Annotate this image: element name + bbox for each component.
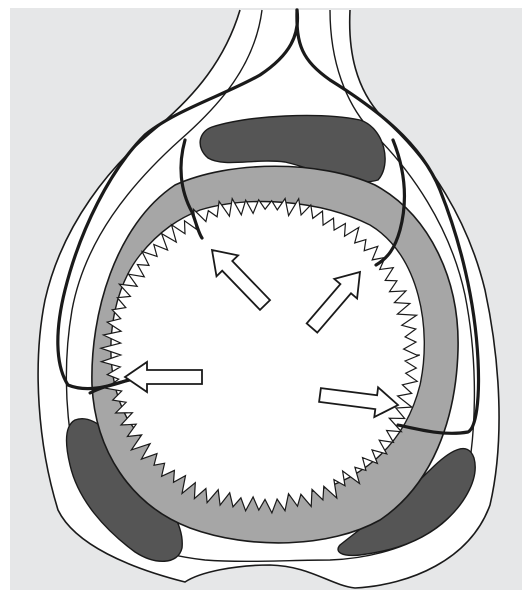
cross-section-diagram [0,0,523,597]
diagram-canvas [0,0,523,597]
